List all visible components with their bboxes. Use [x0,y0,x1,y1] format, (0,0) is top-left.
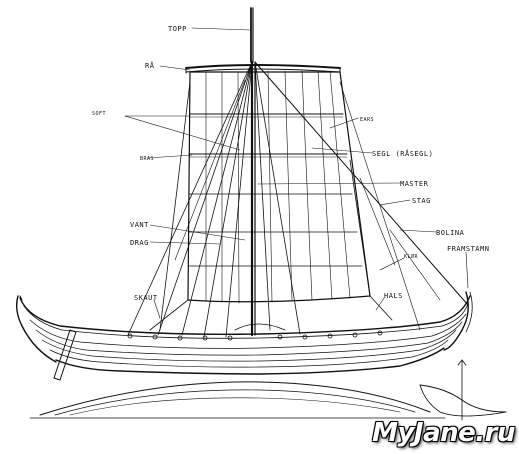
label-segl: SEGL (RÅSEGL) [372,149,433,158]
label-skaut: SKAUT [134,294,158,302]
label-framstamn: FRAMSTAMN [447,245,489,253]
rigging [127,61,469,338]
label-bolina: BOLINA [436,229,465,237]
label-hals: HALS [384,292,403,300]
label-soft: SOFT [92,111,106,117]
diagram-labels: TOPP RÅ SOFT BRAS EARS SEGL (RÅSEGL) MAS… [92,25,489,302]
label-bras: BRAS [140,156,154,162]
label-drag: DRAG [130,239,149,247]
hull-plan-view [29,381,446,419]
label-ears: EARS [360,117,374,123]
watermark-text: MyJane.ru [372,418,515,448]
sail [187,70,371,304]
label-vant: VANT [130,221,149,229]
label-ra: RÅ [145,61,155,70]
hull [15,291,473,381]
label-master: MASTER [400,180,429,188]
oar-ports [127,330,383,341]
label-klor: KLØR [404,253,419,260]
mast [250,7,256,337]
label-topp: TOPP [168,25,187,33]
label-stag: STAG [412,197,431,205]
hull-section-view [419,359,507,421]
watermark: MyJane.ru [372,418,515,448]
leader-lines [124,27,469,319]
